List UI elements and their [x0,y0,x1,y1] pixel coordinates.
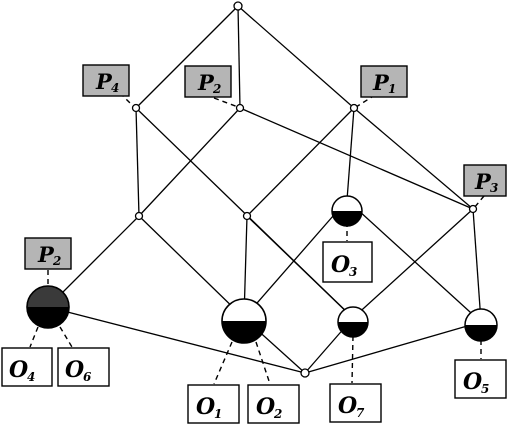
object-nodes [26,195,498,344]
label-p2-letter: P [197,70,215,95]
label-o5-sub: 5 [481,382,489,396]
connector-p2 [213,97,239,108]
label-o7-letter: O [338,393,357,419]
label-p1-letter: P [372,70,390,95]
object-node-o7 [337,306,369,338]
label-o2-letter: O [256,394,275,420]
label-p1: P 1 [360,65,408,98]
label-o3-letter: O [331,252,350,278]
label-o7: O 7 [329,383,382,423]
label-p2b-sub: 2 [52,254,61,268]
connector-o1 [213,341,233,385]
connector-o7 [351,335,354,384]
edge [237,5,355,109]
edge [138,215,245,319]
node-mid-left [134,211,144,221]
label-o2-sub: 2 [273,407,282,421]
label-o4-letter: O [9,357,28,383]
label-p4-sub: 4 [111,81,119,95]
label-o5-letter: O [463,369,482,395]
object-node-o1-o2 [221,298,267,344]
edge [237,5,241,109]
edge [243,199,348,319]
label-o4-sub: 4 [27,370,35,384]
label-o6-sub: 6 [83,370,92,384]
label-p3-letter: P [474,169,492,194]
label-o1-sub: 1 [214,407,222,421]
small-nodes [131,1,478,378]
label-p1-sub: 1 [388,82,396,96]
object-node-p2-o4-o6 [26,285,70,329]
edge [353,107,474,210]
node-p2 [235,103,245,113]
label-o3: O 3 [322,241,373,283]
edge [239,107,474,210]
label-p2-left: P 2 [24,237,72,270]
label-p2: P 2 [184,65,232,98]
edge [346,199,482,323]
edge [346,107,355,201]
label-o6-letter: O [65,357,84,383]
property-labels: P 4 P 2 P 1 P 3 P 2 [24,64,507,270]
object-node-o5 [464,308,498,342]
label-p2b-letter: P [37,242,55,267]
label-p2-sub: 2 [212,82,221,96]
label-p3: P 3 [463,164,507,197]
edge [352,208,474,319]
edge [246,215,354,319]
edge [472,208,482,323]
node-p4 [131,103,141,113]
edge [138,107,241,217]
top-node [233,1,243,11]
node-mid-center [242,211,252,221]
edge [135,5,239,109]
object-labels: O 3 O 4 O 6 O 1 O 2 O 7 O [1,241,507,424]
label-p4-letter: P [95,69,113,94]
label-o6: O 6 [57,347,110,387]
label-o1-letter: O [196,394,215,420]
label-o7-sub: 7 [356,406,365,420]
edge [135,107,140,217]
label-o4: O 4 [1,347,53,387]
label-p3-sub: 3 [490,181,498,195]
connector-o2 [255,341,271,385]
object-node-o3 [331,195,363,227]
bottom-node [300,368,310,378]
label-o3-sub: 3 [349,265,357,279]
node-p1 [349,103,359,113]
label-o1: O 1 [187,384,240,424]
label-o5: O 5 [454,359,507,399]
label-o2: O 2 [247,384,300,424]
connector-o6 [59,326,73,348]
label-p4: P 4 [82,64,130,97]
edge [304,321,482,374]
node-p3 [468,204,478,214]
edge [246,107,355,217]
connector-o4 [29,326,39,348]
